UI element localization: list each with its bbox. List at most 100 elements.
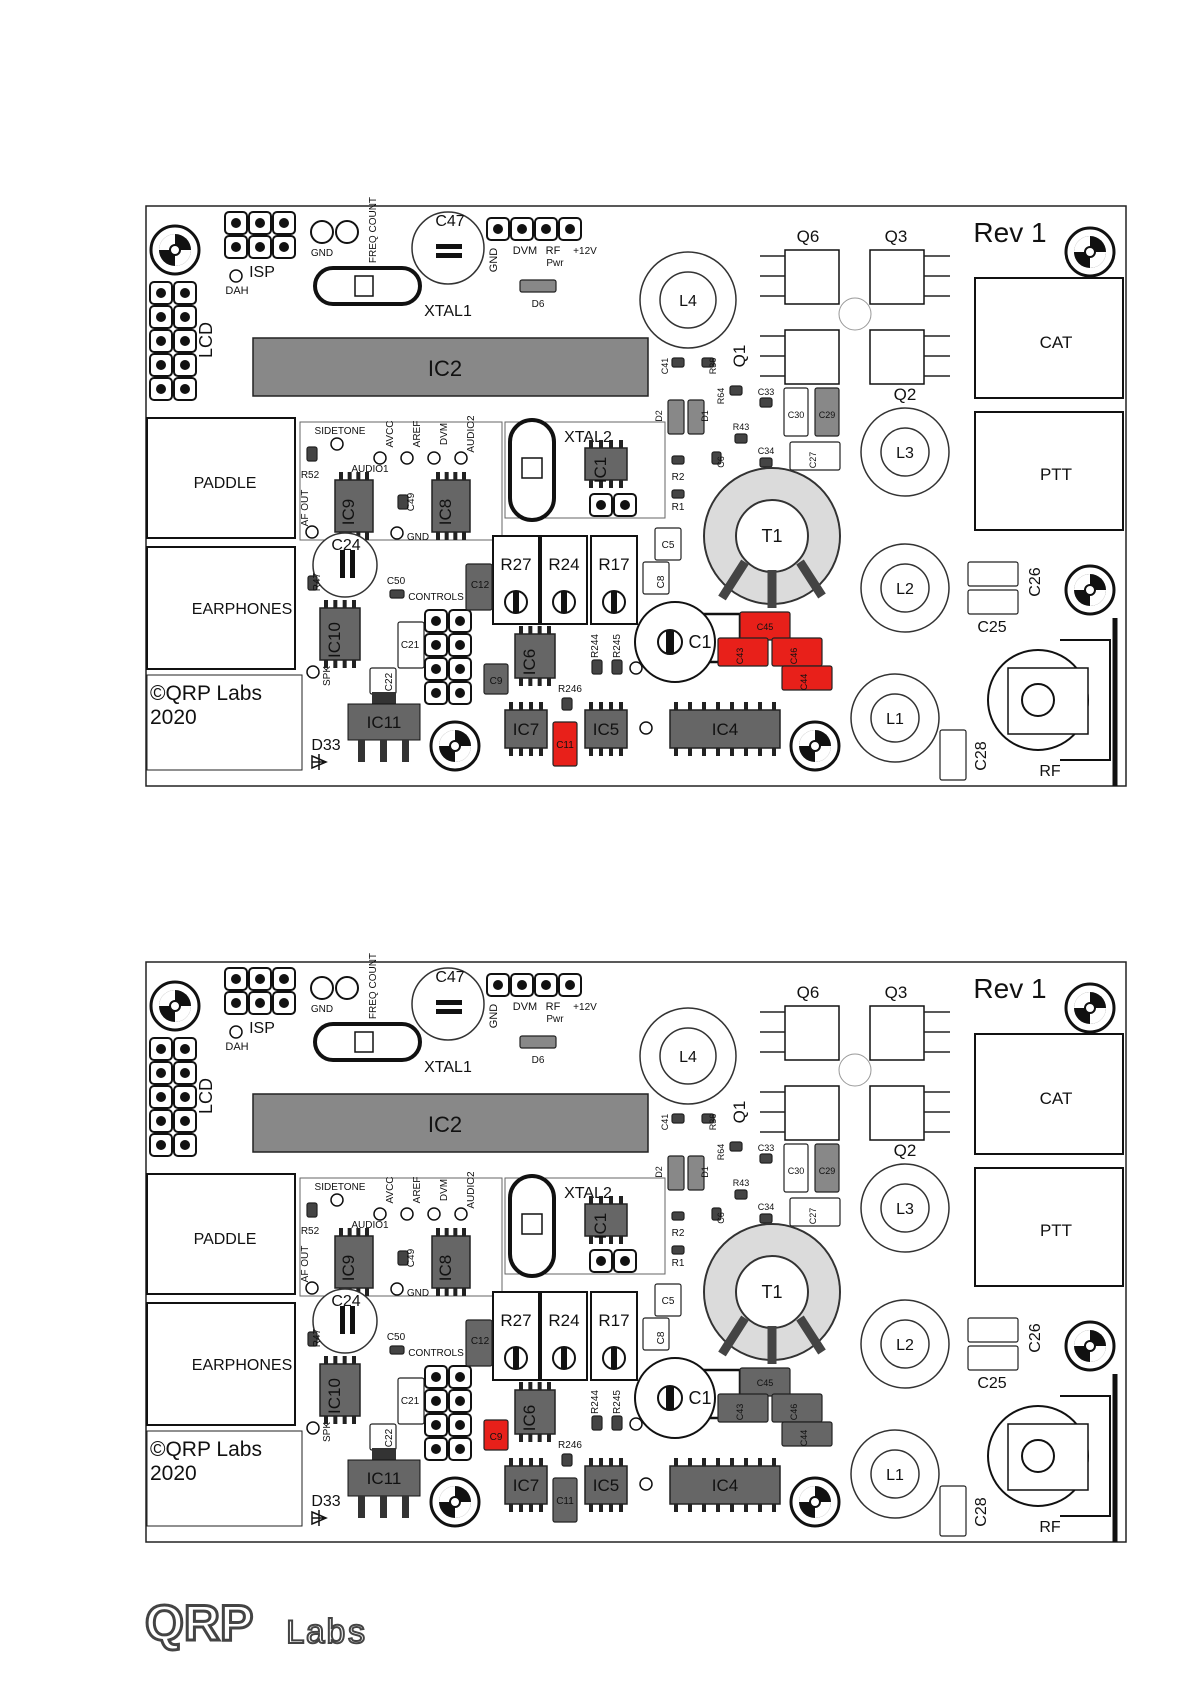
part-r246	[561, 697, 573, 711]
ic4-pad	[639, 721, 653, 735]
part-d2	[667, 1155, 685, 1191]
label-q6: Q6	[797, 227, 820, 246]
part-c30	[783, 387, 809, 437]
part-r36	[701, 357, 715, 368]
label-ic10: IC10	[325, 1378, 344, 1414]
ic2-body	[252, 1093, 649, 1153]
cap-c44	[781, 665, 833, 691]
label-earphones: EARPHONES	[192, 1357, 292, 1374]
label-ic6: IC6	[520, 649, 539, 675]
chip-ic4: IC4	[669, 702, 781, 756]
d33-symbol	[311, 754, 328, 770]
label-c44: C44	[799, 674, 809, 691]
dah-pad	[229, 1025, 243, 1039]
pad-aref	[400, 451, 414, 465]
rf-connector: RF	[987, 618, 1118, 786]
part-r245	[611, 659, 623, 675]
cap-c47: C47	[411, 967, 485, 1041]
label-r1: R1	[672, 502, 685, 513]
label-paddle: PADDLE	[194, 475, 257, 492]
label-c30: C30	[788, 410, 805, 420]
cat-jack	[974, 277, 1124, 399]
part-r43	[734, 433, 748, 444]
xtal2: XTAL2	[508, 418, 612, 522]
d33-symbol	[311, 1510, 328, 1526]
af-out-pad	[305, 525, 319, 539]
logo-sub-text: Labs	[285, 1616, 367, 1654]
label-gnd2: GND	[488, 248, 500, 273]
power-header	[486, 973, 582, 997]
label-c47: C47	[435, 213, 464, 230]
label-l2: L2	[896, 581, 914, 598]
label-ptt: PTT	[1040, 1221, 1072, 1240]
xtal2-area	[504, 1177, 666, 1275]
label-r52: R52	[301, 1226, 320, 1237]
label-c45: C45	[757, 622, 774, 632]
part-c8	[642, 1317, 670, 1351]
part-c26	[967, 561, 1019, 587]
pad-aref	[400, 1207, 414, 1221]
label-dvm: DVM	[513, 245, 537, 257]
label-ic6: IC6	[520, 1405, 539, 1431]
label-c11: C11	[556, 1496, 574, 1507]
label-q3: Q3	[885, 227, 908, 246]
label-ic1: IC1	[591, 457, 610, 483]
label-sidetone: SIDETONE	[315, 1182, 366, 1193]
rf-connector: RF	[987, 1374, 1118, 1542]
cap-c43	[717, 637, 769, 667]
part-r52	[306, 1202, 318, 1218]
earphones-jack	[146, 1302, 296, 1426]
part-c28	[939, 729, 967, 781]
label-lcd: LCD	[196, 322, 216, 358]
label-c25: C25	[977, 619, 1006, 636]
label-r24: R24	[548, 555, 579, 574]
label-gnd: GND	[311, 248, 333, 259]
part-c49	[397, 494, 409, 510]
chip-ic1: IC1	[584, 1196, 628, 1244]
label-cat: CAT	[1040, 333, 1073, 352]
trimmer-r27: R27	[492, 1291, 540, 1381]
cap-c43	[717, 1393, 769, 1423]
label-r24: R24	[548, 1311, 579, 1330]
mounting-hole-bottom-center	[429, 1476, 481, 1528]
audio-area	[299, 421, 503, 541]
label-t1: T1	[761, 1282, 782, 1302]
pad-audio2	[454, 1207, 468, 1221]
label-ic5: IC5	[593, 1476, 619, 1495]
part-r245	[611, 1415, 623, 1431]
label-ic2: IC2	[428, 356, 462, 381]
chip-ic10: IC10	[319, 600, 361, 668]
label-xtal2: XTAL2	[564, 429, 612, 446]
label-ic4: IC4	[712, 720, 738, 739]
chip-ic10: IC10	[319, 1356, 361, 1424]
mounting-hole-top-left	[149, 980, 201, 1032]
chip-ic9: IC9	[334, 472, 374, 540]
diode-d6	[519, 279, 557, 293]
mounting-hole-top-right	[1064, 226, 1116, 278]
label-d33: D33	[311, 1493, 340, 1510]
freq-pad-1	[310, 976, 334, 1000]
part-c34	[759, 1213, 773, 1224]
mounting-hole-top-right	[1064, 982, 1116, 1034]
label-ic10: IC10	[325, 622, 344, 658]
label-c24: C24	[331, 1293, 360, 1310]
label-ic2: IC2	[428, 1112, 462, 1137]
label-r17: R17	[598, 555, 629, 574]
label-gnd2: GND	[488, 1004, 500, 1029]
chip-ic8: IC8	[431, 1228, 471, 1296]
label-c9: C9	[490, 1432, 503, 1443]
chip-ic4: IC4	[669, 1458, 781, 1512]
part-c5	[654, 527, 682, 561]
label-r64: R64	[716, 388, 726, 405]
inductor-l1: L1	[850, 1429, 940, 1519]
paddle-jack	[146, 417, 296, 539]
cap-c11	[552, 721, 578, 767]
trimmer-r17: R17	[590, 1291, 638, 1381]
part-d1	[687, 399, 705, 435]
pad-audio2	[454, 451, 468, 465]
inductor-l2: L2	[860, 543, 950, 633]
label-c5: C5	[662, 540, 675, 551]
label-ic4: IC4	[712, 1476, 738, 1495]
label-rf: RF	[546, 245, 561, 257]
